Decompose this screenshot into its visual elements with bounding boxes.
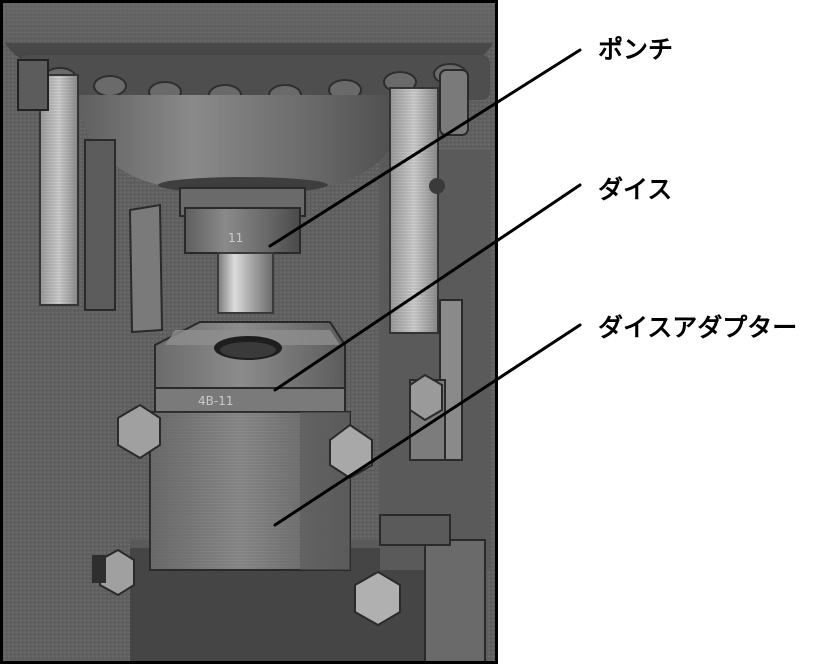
punch-holder: 11	[179, 187, 306, 254]
die-label: ダイス	[598, 175, 672, 204]
die-leader-line	[273, 183, 582, 392]
left-guide-bars	[17, 59, 164, 334]
die-adapter-label: ダイスアダプター	[598, 313, 797, 342]
photo-content: 11 4B-11	[3, 3, 495, 661]
hex-nuts	[92, 373, 485, 627]
punch-leader-line	[268, 48, 582, 248]
die-adapter	[149, 411, 351, 571]
right-guide-bars	[389, 69, 469, 461]
die-adapter-leader-line	[273, 323, 582, 527]
punch	[217, 252, 274, 314]
die-engraving: 4B-11	[198, 394, 233, 408]
punch-engraving: 11	[228, 231, 243, 245]
lower-right-bracket	[379, 514, 486, 661]
die: 4B-11	[154, 321, 346, 413]
photo-frame	[0, 0, 498, 664]
punch-label: ポンチ	[598, 35, 673, 64]
